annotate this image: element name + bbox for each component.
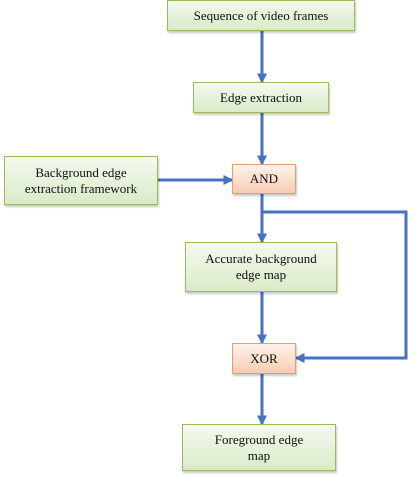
sequence-of-video-frames-box: Sequence of video frames: [167, 0, 355, 31]
foreground-edge-map-box: Foreground edge map: [182, 424, 336, 471]
edge-extraction-box: Edge extraction: [193, 82, 329, 113]
xor-operation-box: XOR: [232, 343, 296, 374]
background-edge-extraction-framework-box: Background edge extraction framework: [4, 156, 158, 205]
foreground-edge-map-label: Foreground edge map: [214, 431, 304, 463]
accurate-background-edge-map-label: Accurate background edge map: [205, 251, 317, 282]
and-operation-box: AND: [232, 164, 296, 194]
accurate-background-edge-map-box: Accurate background edge map: [185, 242, 337, 292]
edge-extraction-label: Edge extraction: [220, 89, 302, 105]
and-operation-label: AND: [249, 171, 279, 186]
background-edge-extraction-framework-label: Background edge extraction framework: [24, 164, 138, 196]
arrow-and-to-xor-loop: [262, 210, 408, 363]
xor-operation-label: XOR: [250, 350, 278, 366]
sequence-of-video-frames-label: Sequence of video frames: [193, 7, 329, 23]
